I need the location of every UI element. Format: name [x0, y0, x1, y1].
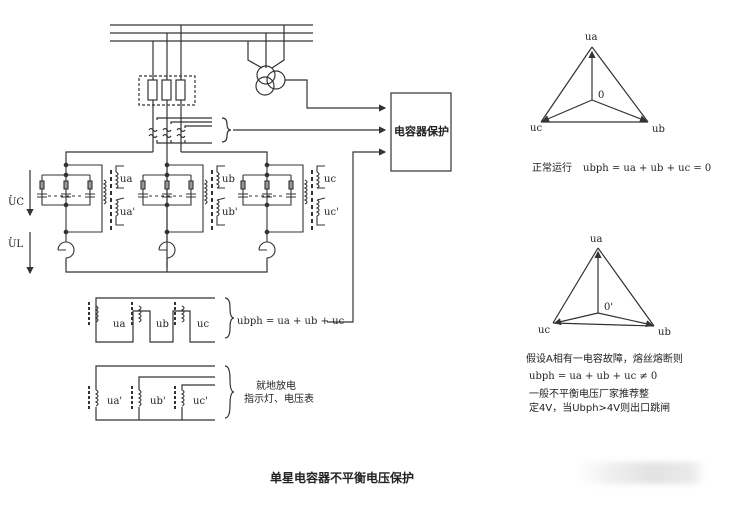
resistor — [188, 180, 194, 190]
uc-voltage-label: UC — [8, 198, 24, 208]
capacitor — [162, 193, 172, 198]
pt-primary-coil — [203, 179, 208, 205]
reactor — [158, 232, 176, 260]
fuse-box — [138, 75, 196, 106]
capacitor — [262, 193, 272, 198]
secondary-coil — [180, 305, 185, 323]
normal-caption-prefix: 正常运行 — [532, 163, 572, 174]
fault-vertex-a: ua — [590, 234, 603, 245]
open-delta-coil-a: ua — [113, 319, 126, 330]
ct-b — [162, 127, 172, 139]
fault-vertex-c: uc — [538, 325, 551, 336]
capacitor — [186, 193, 196, 198]
resistor — [87, 180, 93, 190]
pt-loop — [167, 164, 204, 233]
junction-dot — [164, 202, 170, 208]
secondary-coil — [94, 389, 99, 407]
junction-dot — [164, 162, 170, 168]
normal-vertex-c: uc — [530, 123, 543, 134]
pt-secondary-coil-2 — [315, 199, 320, 217]
resistor — [63, 180, 69, 190]
open-delta-coil-b: ub — [156, 319, 169, 330]
pt-secondary-coil-2 — [215, 199, 220, 217]
junction-dot — [264, 172, 270, 178]
secondary-coil — [137, 389, 142, 407]
junction-dot — [63, 202, 69, 208]
reactor — [258, 232, 276, 260]
secondary-coil — [94, 305, 99, 323]
resistor — [164, 180, 170, 190]
phase-a-secondary-label: ua' — [120, 207, 136, 218]
fuse-a — [147, 79, 158, 101]
fault-center-label: 0' — [604, 302, 614, 313]
fault-caption-equation: ubph = ua + ub + uc ≠ 0 — [529, 371, 658, 382]
pt-secondary-coil-1 — [114, 171, 119, 189]
resistor — [140, 180, 146, 190]
junction-dot — [63, 172, 69, 178]
pt-terminal-wires — [216, 165, 226, 226]
discharge-coil-a: ua' — [107, 396, 123, 407]
pt-primary-coil — [303, 179, 308, 205]
pt-coil-2 — [266, 70, 286, 90]
capacitor — [37, 193, 47, 198]
junction-dot — [264, 162, 270, 168]
pt-secondary-coil-1 — [315, 171, 320, 189]
pt-primary-coil — [102, 179, 107, 205]
phase-b-primary-label: ub — [222, 174, 235, 185]
pt-coil-1 — [256, 65, 276, 85]
fuse-c — [175, 79, 186, 101]
ct-c — [176, 127, 186, 139]
fuse-b — [161, 79, 172, 101]
capacitor — [85, 193, 95, 198]
fault-vertex-b: ub — [658, 327, 671, 338]
phase-c-primary-label: uc — [324, 174, 337, 185]
open-delta-coil-c: uc — [197, 319, 210, 330]
discharge-coil-c: uc' — [193, 396, 208, 407]
pt-terminal-wires — [115, 165, 125, 226]
phase-b-secondary-label: ub' — [222, 207, 238, 218]
reactor — [57, 232, 75, 260]
pt-coil-3 — [255, 76, 275, 96]
resistor — [288, 180, 294, 190]
fault-caption-line4: 定4V，当Ubph>4V则出口跳闸 — [529, 403, 671, 414]
phase-a-primary-label: ua — [120, 174, 133, 185]
capacitor — [286, 193, 296, 198]
capacitor — [138, 193, 148, 198]
protection-box — [390, 92, 452, 172]
capacitor — [238, 193, 248, 198]
pt-secondary-coil-1 — [215, 171, 220, 189]
pt-loop — [66, 164, 103, 233]
normal-vertex-a: ua — [585, 32, 598, 43]
protection-box-label: 电容器保护 — [394, 125, 449, 138]
junction-dot — [164, 172, 170, 178]
normal-center-label: 0 — [598, 90, 605, 101]
normal-caption-equation: ubph = ua + ub + uc = 0 — [583, 163, 712, 174]
discharge-coil-b: ub' — [150, 396, 166, 407]
diagram-title: 单星电容器不平衡电压保护 — [270, 471, 415, 485]
fault-caption-line1: 假设A相有一电容故障，熔丝熔断则 — [526, 354, 683, 365]
resistor — [264, 180, 270, 190]
normal-vertex-b: ub — [652, 124, 665, 135]
pt-loop — [267, 164, 304, 233]
junction-dot — [264, 202, 270, 208]
capacitor — [61, 193, 71, 198]
secondary-coil — [180, 389, 185, 407]
pt-terminal-wires — [316, 165, 326, 226]
phase-c-secondary-label: uc' — [324, 207, 339, 218]
pt-secondary-coil-2 — [114, 199, 119, 217]
watermark-blur — [575, 462, 705, 484]
ct-a — [148, 127, 158, 139]
junction-dot — [63, 162, 69, 168]
ul-voltage-label: UL — [8, 240, 23, 250]
secondary-coil — [137, 305, 142, 323]
fault-caption-line3: 一般不平衡电压厂家推荐整 — [529, 389, 649, 400]
resistor — [240, 180, 246, 190]
resistor — [39, 180, 45, 190]
discharge-note-line1: 就地放电 — [256, 381, 296, 392]
open-delta-equation: ubph = ua + ub + uc — [237, 316, 345, 327]
discharge-note-line2: 指示灯、电压表 — [244, 394, 314, 405]
